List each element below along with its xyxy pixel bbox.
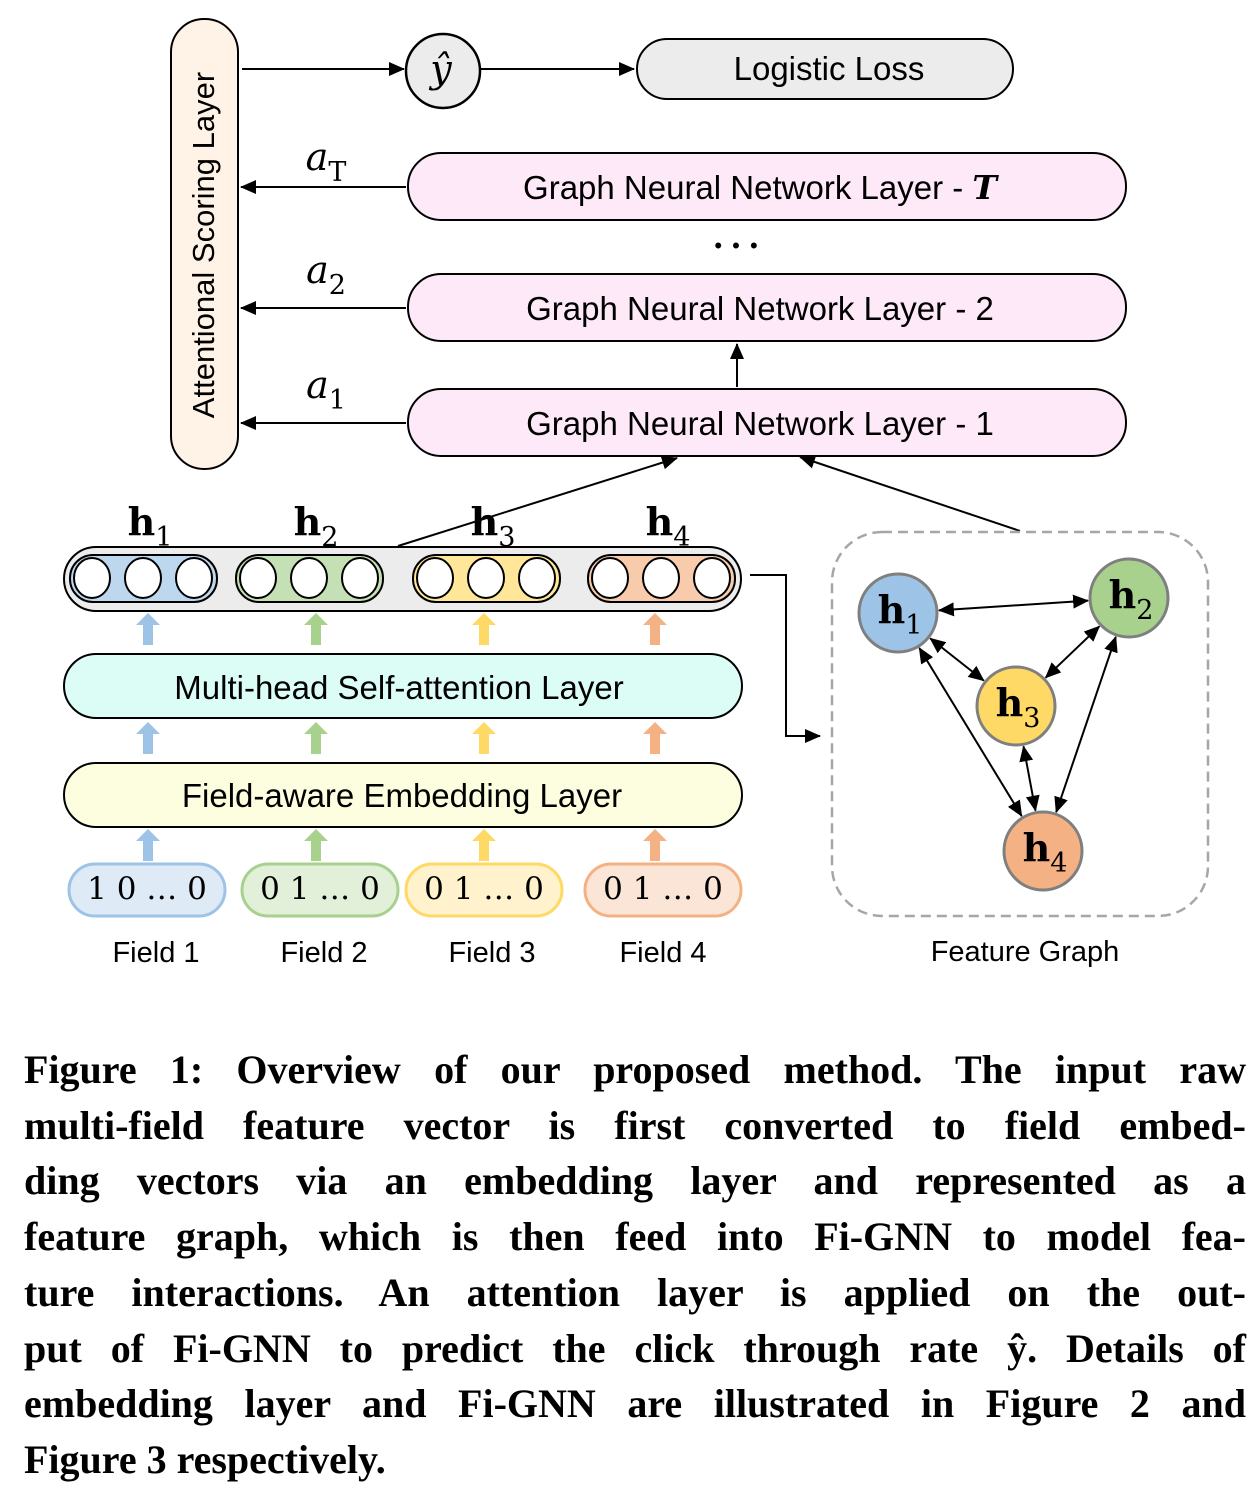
graph-edge-h1-h3 [929, 637, 985, 682]
gnn-layer-label: Graph Neural Network Layer - T [523, 168, 999, 207]
feature-graph: Feature Graph h1 h2 h3 h4 [830, 530, 1210, 968]
graph-node-label: h4 [1023, 825, 1068, 879]
embedding-label-h1: h1 [128, 499, 173, 553]
attentional-scoring-layer-label: Attentional Scoring Layer [186, 72, 221, 418]
graph-node-label: h1 [878, 587, 923, 641]
field-vector: 1 0 … 0 [87, 871, 207, 907]
embedding-unit [591, 557, 629, 599]
up-arrow-icon [472, 722, 496, 754]
arrow-graph-to-gnn1 [799, 455, 1021, 532]
embedding-vectors: h1 h2 h3 h4 [63, 499, 742, 612]
embedding-unit [693, 557, 731, 599]
embedding-layer: Field-aware Embedding Layer [63, 762, 743, 828]
logistic-loss-label: Logistic Loss [734, 50, 925, 87]
arrow-embeddings-to-graph [750, 574, 821, 743]
graph-node-h1: h1 [857, 572, 939, 654]
embedding-h1 [69, 554, 218, 603]
embedding-unit [239, 557, 277, 599]
embedding-unit [518, 557, 556, 599]
embedding-h3 [412, 554, 561, 603]
gnn-layer-label: Graph Neural Network Layer - 2 [526, 290, 994, 327]
prediction-node: ŷ [404, 32, 482, 110]
graph-node-h4: h4 [1002, 810, 1084, 892]
up-arrow-icon [304, 722, 328, 754]
input-fields: 1 0 … 0 Field 1 0 1 … 0 Field 2 0 1 … 0 Field… [67, 613, 743, 969]
attention-weight-label: a1 [306, 363, 346, 416]
embedding-unit [642, 557, 680, 599]
graph-edge-h1-h4 [918, 647, 1023, 817]
figure-caption: Figure 1: Overview of our proposed metho… [24, 1042, 1246, 1488]
gnn-layer-2: Graph Neural Network Layer - 2 a2 [240, 248, 1127, 342]
graph-node-label: h2 [1109, 572, 1154, 626]
attentional-scoring-layer: Attentional Scoring Layer [170, 18, 239, 470]
graph-edge-h2-h3 [1044, 625, 1101, 679]
field-4: 0 1 … 0 Field 4 [583, 613, 743, 969]
field-vector: 0 1 … 0 [424, 871, 544, 907]
embedding-unit [124, 557, 162, 599]
caption-line: ding vectors via an embedding layer and … [24, 1158, 1246, 1204]
embedding-unit [73, 557, 111, 599]
caption-line: multi-field feature vector is first conv… [24, 1102, 1246, 1148]
up-arrow-icon [643, 613, 667, 645]
graph-edge-h1-h2 [937, 594, 1090, 617]
gnn-ellipsis: • • • [714, 233, 759, 258]
field-label: Field 2 [280, 937, 367, 969]
embedding-label-h4: h4 [646, 499, 691, 553]
embedding-h4 [587, 554, 736, 603]
embedding-unit [416, 557, 454, 599]
attention-weight-label: aT [306, 135, 347, 188]
embedding-unit [341, 557, 379, 599]
up-arrow-icon [136, 722, 160, 754]
embedding-label-h2: h2 [294, 499, 339, 553]
caption-line: Figure 3 respectively. [24, 1436, 386, 1482]
up-arrow-icon [643, 722, 667, 754]
caption-line: embedding layer and Fi-GNN are illustrat… [24, 1381, 1246, 1427]
field-label: Field 4 [619, 937, 706, 969]
prediction-symbol: ŷ [428, 47, 452, 91]
embedding-h2 [235, 554, 384, 603]
arrow-embeddings-to-gnn1 [397, 455, 678, 547]
field-vector: 0 1 … 0 [260, 871, 380, 907]
fi-gnn-overview-diagram: Attentional Scoring Layer ŷ Logistic Los… [63, 18, 1210, 969]
field-vector: 0 1 … 0 [603, 871, 723, 907]
graph-edge-h2-h4 [1054, 635, 1118, 814]
up-arrow-icon [472, 613, 496, 645]
up-arrow-icon [643, 829, 667, 861]
graph-node-h3: h3 [975, 665, 1057, 747]
gnn-layer-1: Graph Neural Network Layer - 1 a1 [240, 363, 1127, 457]
attention-weight-label: a2 [306, 248, 346, 301]
gnn-layer-label: Graph Neural Network Layer - 1 [526, 405, 994, 442]
embedding-layer-label: Field-aware Embedding Layer [182, 777, 622, 814]
graph-node-label: h3 [996, 680, 1041, 734]
graph-node-h2: h2 [1088, 557, 1170, 639]
caption-line: put of Fi-GNN to predict the click throu… [24, 1325, 1246, 1371]
gnn-layer-T: Graph Neural Network Layer - T aT [240, 135, 1127, 221]
field-1: 1 0 … 0 Field 1 [67, 613, 227, 969]
embedding-label-h3: h3 [471, 499, 516, 553]
up-arrow-icon [472, 829, 496, 861]
self-attention-layer: Multi-head Self-attention Layer [63, 653, 743, 719]
field-3: 0 1 … 0 Field 3 [404, 613, 564, 969]
logistic-loss-box: Logistic Loss [636, 38, 1014, 100]
field-2: 0 1 … 0 Field 2 [240, 613, 400, 969]
field-label: Field 1 [112, 937, 199, 969]
up-arrow-icon [304, 613, 328, 645]
up-arrow-icon [304, 829, 328, 861]
self-attention-layer-label: Multi-head Self-attention Layer [174, 669, 623, 706]
embedding-unit [467, 557, 505, 599]
caption-line: ture interactions. An attention layer is… [24, 1269, 1246, 1315]
caption-line: feature graph, which is then feed into F… [24, 1214, 1246, 1260]
up-arrow-icon [136, 829, 160, 861]
embedding-unit [175, 557, 213, 599]
caption-line: Figure 1: Overview of our proposed metho… [24, 1047, 1246, 1092]
feature-graph-label: Feature Graph [931, 936, 1120, 968]
up-arrow-icon [136, 613, 160, 645]
field-label: Field 3 [448, 937, 535, 969]
embedding-unit [290, 557, 328, 599]
graph-edge-h3-h4 [1019, 745, 1040, 812]
